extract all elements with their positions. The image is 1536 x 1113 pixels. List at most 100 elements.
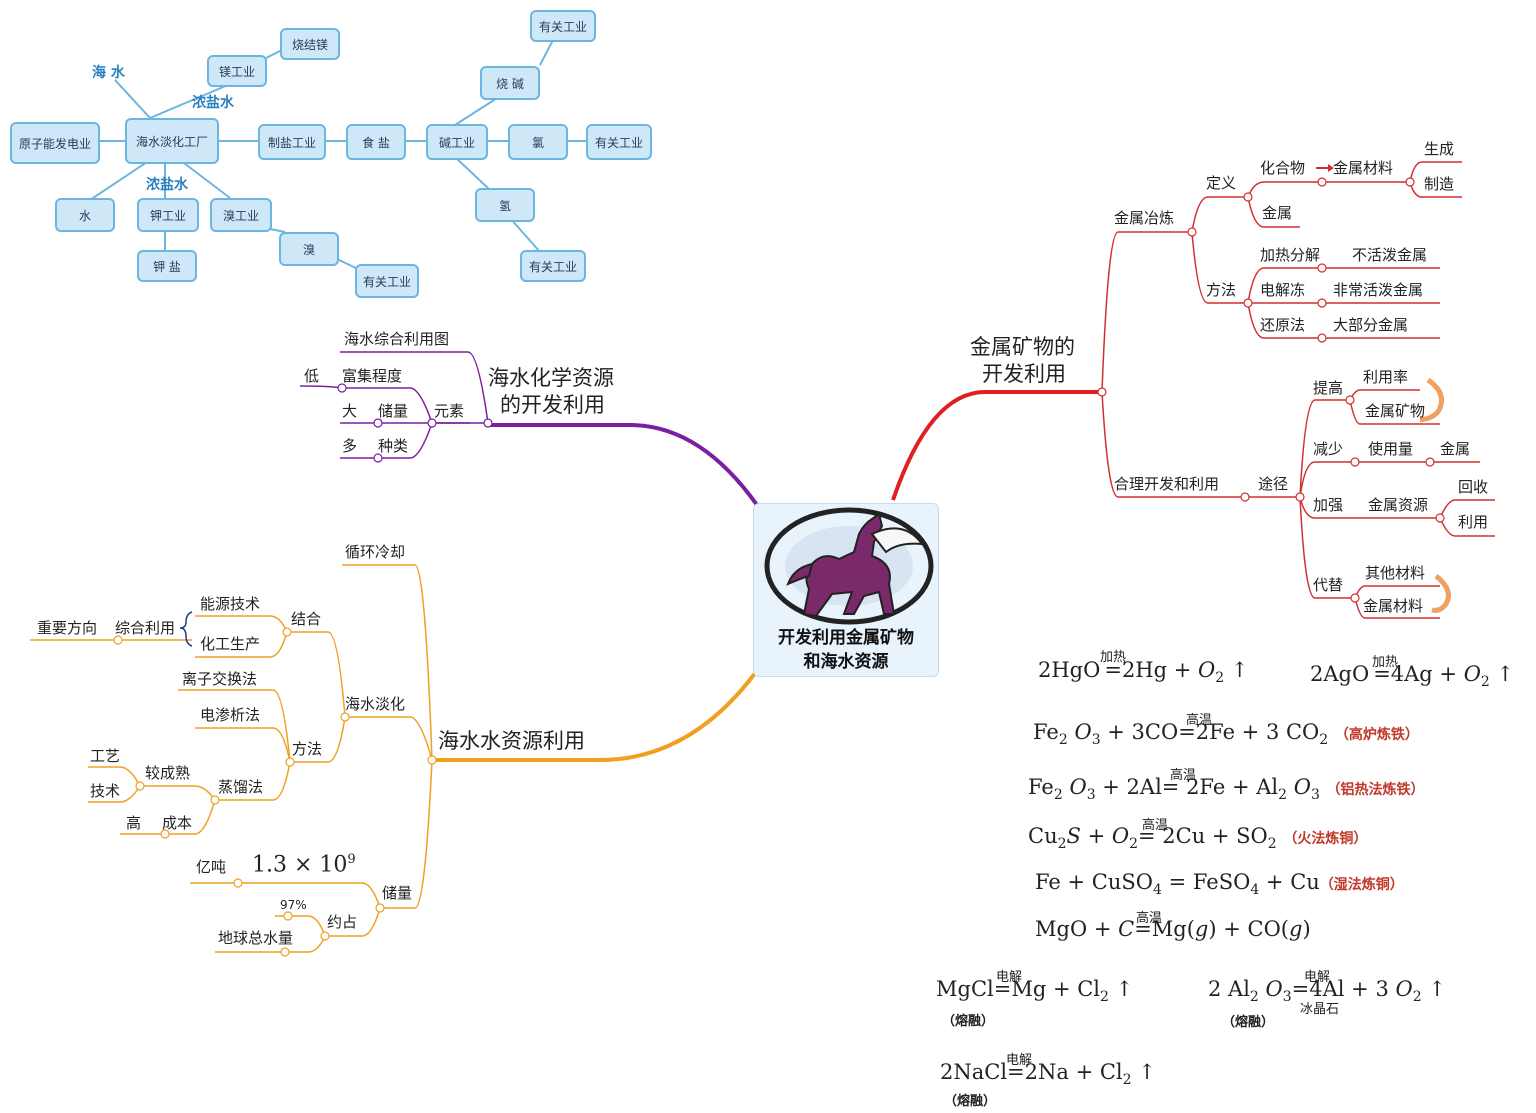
metal-strengthen: 加强 [1313,496,1344,514]
box-caustic-soda: 烧 碱 [480,66,540,100]
chem-kinds: 种类 [378,437,409,455]
water-important-direction: 重要方向 [37,619,98,637]
metal-heat-decompose: 加热分解 [1260,246,1321,264]
curl-arrow-bottom [1431,574,1451,613]
box-related-industry-top: 有关工业 [530,10,596,42]
water-earth-total: 地球总水量 [218,929,294,947]
metal-other-material: 其他材料 [1365,564,1426,582]
center-title-line2: 和海水资源 [803,652,889,672]
chem-title-line1: 海水化学资源 [488,366,614,390]
water-craft: 工艺 [90,747,121,765]
metal-rational-use: 合理开发和利用 [1114,475,1220,493]
box-hydrogen: 氢 [475,188,535,222]
water-amount: 1.3 × 109 [252,852,356,878]
cond-molten-3: （熔融） [944,1094,997,1109]
water-combine: 结合 [291,610,322,628]
box-potash: 钾 盐 [137,250,197,282]
metal-reduce: 减少 [1313,440,1344,458]
chem-many: 多 [342,437,358,455]
equation-ago: 2AgO=4Ag + O2 ↑ [1310,662,1515,691]
equation-mgcl: MgCl=Mg + Cl2 ↑ [936,977,1134,1006]
metal-electrolysis: 电解冻 [1260,281,1306,299]
cond-molten-2: （熔融） [1222,1015,1275,1030]
chem-map: 海水综合利用图 [344,330,450,348]
box-sintered-magnesium: 烧结镁 [280,28,340,60]
metal-mineral: 金属矿物 [1365,402,1426,420]
cond-electrolysis-1: 电解 [996,970,1023,985]
water-distillation: 蒸馏法 [218,778,264,796]
water-about: 约占 [327,913,358,931]
cond-high-temp-1: 高温 [1186,713,1213,728]
metal-metal-2: 金属 [1440,440,1471,458]
water-energy-tech: 能源技术 [200,595,261,613]
flowchart-connectors [89,39,586,271]
water-comprehensive-use: 综合利用 [115,619,176,637]
equation-mgo: MgO + C=Mg(g) + CO(g) [1035,917,1311,941]
metal-material-2: 金属材料 [1363,597,1424,615]
chem-low: 低 [304,367,320,385]
box-salt-industry: 制盐工业 [258,124,326,160]
cond-high-temp-3: 高温 [1142,818,1169,833]
metal-usage: 使用量 [1368,440,1414,458]
cond-high-temp-4: 高温 [1136,911,1163,926]
cond-heat-1: 加热 [1100,650,1127,665]
metal-smelting: 金属冶炼 [1114,209,1175,227]
chem-large: 大 [342,402,358,420]
metal-manufacture: 制造 [1424,175,1455,193]
water-high: 高 [126,814,142,832]
metal-material: 金属材料 [1333,159,1394,177]
box-related-industry-right: 有关工业 [586,124,652,160]
box-desalination-plant: 海水淡化工厂 [125,118,219,164]
equation-nacl: 2NaCl=2Na + Cl2 ↑ [940,1060,1156,1089]
equation-fire-copper: Cu2S + O2= 2Cu + SO2 （火法炼铜） [1028,824,1368,853]
water-chemical-production: 化工生产 [200,635,261,653]
metal-utilization: 利用率 [1363,368,1409,386]
chem-branch [485,423,759,507]
water-mature: 较成熟 [145,764,191,782]
pegasus-image [764,507,934,625]
box-magnesium-industry: 镁工业 [207,55,267,87]
cond-high-temp-2: 高温 [1170,768,1197,783]
box-potassium-industry: 钾工业 [137,198,199,232]
water-reserve: 储量 [382,884,413,902]
seawater-label: 海 水 [92,65,125,81]
metal-most: 大部分金属 [1333,316,1409,334]
water-electrodialysis: 电渗析法 [200,706,261,724]
box-bromine: 溴 [279,232,339,266]
equation-hgo: 2HgO=2Hg + O2 ↑ [1038,658,1249,687]
cond-heat-2: 加热 [1372,655,1399,670]
cond-cryolite: 冰晶石 [1300,1002,1340,1017]
box-water: 水 [55,198,115,232]
box-chlorine: 氯 [508,124,568,160]
curl-arrow-top [1419,377,1444,423]
metal-title-line2: 开发利用 [982,362,1066,386]
metal-replace: 代替 [1313,576,1344,594]
metal-compound: 化合物 [1260,159,1306,177]
equation-al2o3: 2 Al2 O3=4Al + 3 O2 ↑ [1208,977,1446,1006]
metal-inactive: 不活泼金属 [1352,246,1428,264]
chem-title-line2: 的开发利用 [500,393,605,417]
equation-thermite: Fe2 O3 + 2Al= 2Fe + Al2 O3 （铝热法炼铁） [1028,775,1425,804]
metal-approach: 途径 [1258,475,1289,493]
water-method: 方法 [292,740,323,758]
metal-title-line1: 金属矿物的 [970,335,1075,359]
water-percent: 97% [280,898,307,912]
water-cost: 成本 [162,814,193,832]
water-title: 海水水资源利用 [438,729,585,753]
metal-reduction: 还原法 [1260,316,1306,334]
center-title-line1: 开发利用金属矿物 [778,628,914,648]
metal-method: 方法 [1206,281,1237,299]
chem-reserve: 储量 [378,402,409,420]
box-bromine-industry: 溴工业 [210,198,272,232]
chem-connectors [299,351,489,459]
cond-electrolysis-3: 电解 [1006,1053,1033,1068]
box-related-industry-bromine: 有关工业 [355,264,419,298]
metal-reuse: 利用 [1458,513,1489,531]
metal-generate: 生成 [1424,140,1455,158]
cond-electrolysis-2: 电解 [1304,970,1331,985]
water-branch [432,670,758,762]
water-ion-exchange: 离子交换法 [182,670,258,688]
box-alkali-industry: 碱工业 [426,124,488,160]
brine-label-bottom: 浓盐水 [146,177,188,193]
